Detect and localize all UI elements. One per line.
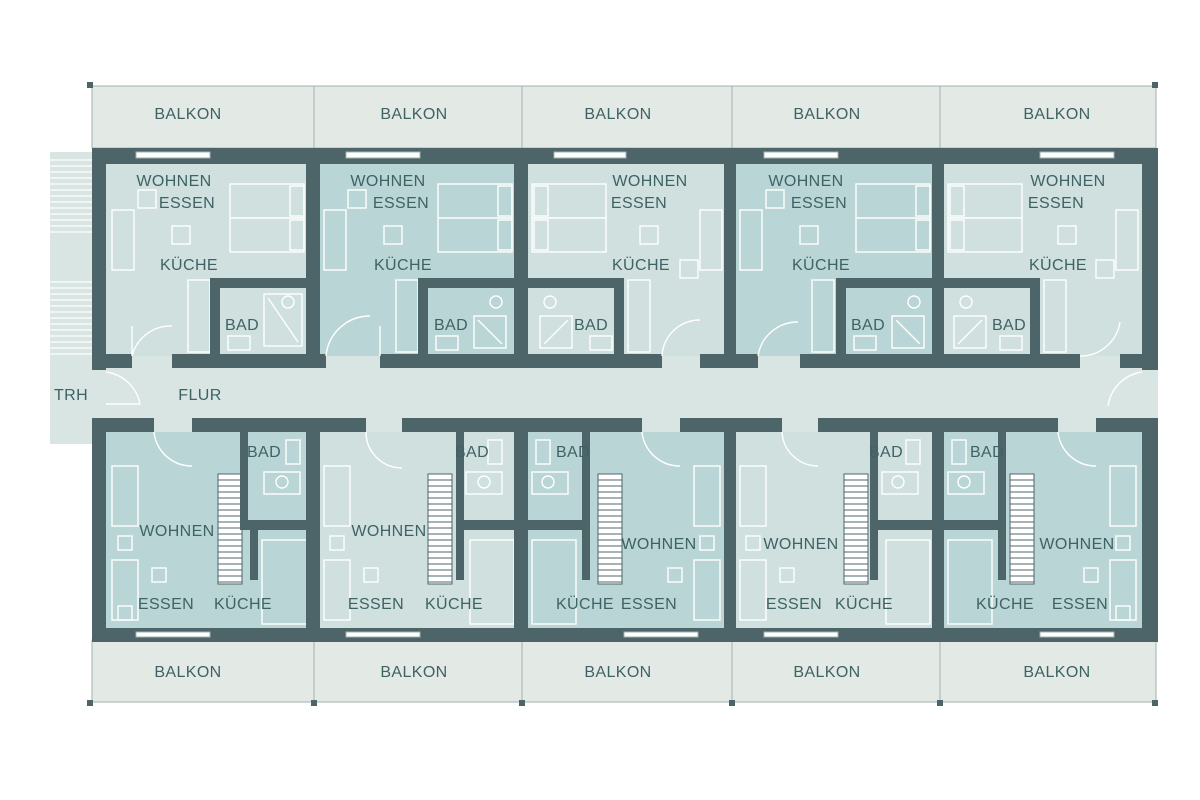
balcony-top-4: [731, 85, 941, 149]
label-bath-bottom-4: BAD: [869, 444, 903, 461]
label-living-top-4: WOHNEN: [768, 173, 843, 190]
label-corridor: FLUR: [178, 387, 221, 404]
balcony-bottom-5: [939, 639, 1157, 703]
label-dining-top-3: ESSEN: [611, 195, 667, 212]
units-top: [106, 164, 1142, 356]
label-bath-top-1: BAD: [225, 317, 259, 334]
label-dining-bottom-3: ESSEN: [621, 596, 677, 613]
label-living-bottom-3: WOHNEN: [621, 536, 696, 553]
external-stair: [50, 152, 92, 444]
label-bath-bottom-5: BAD: [970, 444, 1004, 461]
balcony-bottom-1: [91, 639, 315, 703]
label-balcony-top-1: BALKON: [154, 106, 221, 123]
label-kitchen-top-4: KÜCHE: [792, 256, 850, 274]
labels: BALKON BALKON BALKON BALKON BALKON BALKO…: [54, 106, 1114, 681]
label-living-top-1: WOHNEN: [136, 173, 211, 190]
label-kitchen-bottom-3: KÜCHE: [556, 595, 614, 613]
label-balcony-bottom-1: BALKON: [154, 664, 221, 681]
label-living-top-3: WOHNEN: [612, 173, 687, 190]
label-living-bottom-5: WOHNEN: [1039, 536, 1114, 553]
label-dining-top-2: ESSEN: [373, 195, 429, 212]
balcony-top-2: [313, 85, 523, 149]
label-kitchen-bottom-4: KÜCHE: [835, 595, 893, 613]
label-balcony-bottom-4: BALKON: [793, 664, 860, 681]
windows: [135, 151, 1115, 638]
label-stair: TRH: [54, 387, 88, 404]
label-kitchen-bottom-1: KÜCHE: [214, 595, 272, 613]
label-bath-top-5: BAD: [992, 317, 1026, 334]
label-dining-bottom-4: ESSEN: [766, 596, 822, 613]
label-living-top-5: WOHNEN: [1030, 173, 1105, 190]
label-kitchen-top-2: KÜCHE: [374, 256, 432, 274]
balcony-top-1: [91, 85, 315, 149]
label-bath-top-2: BAD: [434, 317, 468, 334]
label-kitchen-bottom-5: KÜCHE: [976, 595, 1034, 613]
internal-stairs: [217, 473, 1035, 585]
balconies-top: [91, 85, 1157, 149]
balcony-posts: [87, 82, 1158, 706]
label-bath-top-4: BAD: [851, 317, 885, 334]
label-balcony-top-3: BALKON: [584, 106, 651, 123]
label-dining-bottom-2: ESSEN: [348, 596, 404, 613]
balcony-top-5: [939, 85, 1157, 149]
label-living-bottom-1: WOHNEN: [139, 523, 214, 540]
label-bath-bottom-3: BAD: [556, 444, 590, 461]
label-living-top-2: WOHNEN: [350, 173, 425, 190]
balcony-top-3: [521, 85, 733, 149]
label-balcony-top-2: BALKON: [380, 106, 447, 123]
label-balcony-top-4: BALKON: [793, 106, 860, 123]
label-kitchen-top-1: KÜCHE: [160, 256, 218, 274]
label-bath-bottom-2: BAD: [455, 444, 489, 461]
label-balcony-bottom-3: BALKON: [584, 664, 651, 681]
label-kitchen-bottom-2: KÜCHE: [425, 595, 483, 613]
label-dining-top-1: ESSEN: [159, 195, 215, 212]
label-living-bottom-2: WOHNEN: [351, 523, 426, 540]
label-dining-bottom-1: ESSEN: [138, 596, 194, 613]
label-dining-top-5: ESSEN: [1028, 195, 1084, 212]
door-swings: [105, 315, 1143, 469]
balcony-bottom-4: [731, 639, 941, 703]
balconies-bottom: [91, 639, 1157, 703]
label-dining-bottom-5: ESSEN: [1052, 596, 1108, 613]
label-balcony-top-5: BALKON: [1023, 106, 1090, 123]
label-kitchen-top-5: KÜCHE: [1029, 256, 1087, 274]
furniture: [111, 183, 1139, 625]
label-balcony-bottom-2: BALKON: [380, 664, 447, 681]
label-kitchen-top-3: KÜCHE: [612, 256, 670, 274]
label-living-bottom-4: WOHNEN: [763, 536, 838, 553]
balcony-bottom-3: [521, 639, 733, 703]
label-dining-top-4: ESSEN: [791, 195, 847, 212]
label-balcony-bottom-5: BALKON: [1023, 664, 1090, 681]
label-bath-top-3: BAD: [574, 317, 608, 334]
label-bath-bottom-1: BAD: [247, 444, 281, 461]
balcony-bottom-2: [313, 639, 523, 703]
